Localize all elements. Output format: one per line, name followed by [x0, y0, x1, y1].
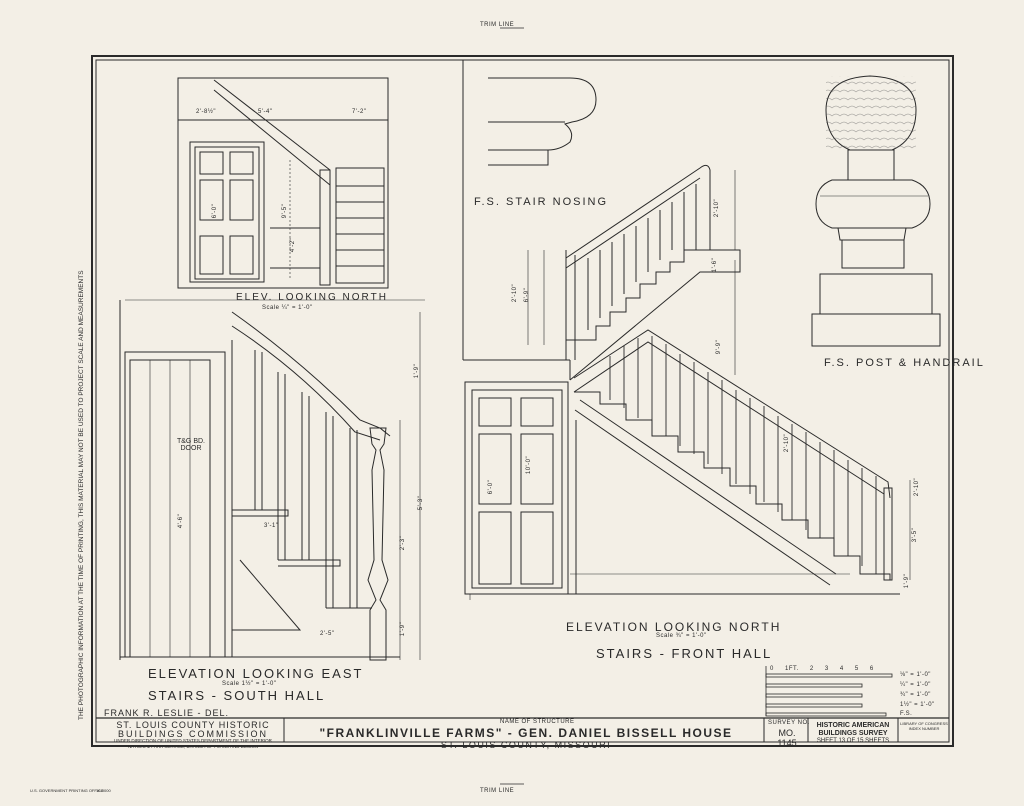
- name-caption: NAME OF STRUCTURE: [500, 719, 575, 725]
- dim-label: 4'-6": [178, 513, 185, 529]
- sheet-border: [91, 55, 954, 747]
- dim-label: 7'-2": [352, 109, 367, 115]
- dim-label: 4'-2": [290, 237, 297, 253]
- dim-label: 1'-9": [414, 363, 421, 379]
- scale-bar-ticks: 0 1FT. 2 3 4 5 6: [770, 666, 874, 672]
- dim-label: 6'-0": [488, 479, 495, 495]
- elev-east-door-label: T&G BD. DOOR: [176, 438, 205, 452]
- scale-bar-label: 1½" = 1'-0": [900, 702, 935, 708]
- elev-north-small-drawing: [177, 77, 389, 289]
- dim-label: 2'-10": [914, 477, 921, 497]
- dim-label: 2'-8½": [196, 109, 216, 115]
- dim-label: 2'-10": [714, 198, 721, 218]
- elev-north-small-scale: Scale ¼" = 1'-0": [262, 305, 313, 311]
- dim-label: 3'-1": [264, 523, 279, 529]
- scale-bar-label: ¼" = 1'-0": [900, 682, 931, 688]
- scale-bar-label: ¾" = 1'-0": [900, 692, 931, 698]
- dim-label: 6'-9": [524, 287, 531, 303]
- dim-label: 2'-5": [320, 631, 335, 637]
- delineator: FRANK R. LESLIE - DEL.: [104, 708, 230, 718]
- scale-bars: [765, 666, 893, 717]
- habs-line1: HISTORIC AMERICAN: [816, 722, 890, 729]
- dim-label: 6'-0": [212, 203, 219, 219]
- elev-north-main-subtitle: STAIRS - FRONT HALL: [596, 646, 773, 661]
- survey-no: MO. 1145: [777, 728, 797, 748]
- elev-north-main-title: ELEVATION LOOKING NORTH: [566, 620, 782, 634]
- sheet-of: SHEET 13 OF 15 SHEETS: [816, 738, 890, 744]
- lib-line1: LIBRARY OF CONGRESS: [900, 721, 948, 726]
- scale-bar-label: F.S.: [900, 711, 913, 717]
- dim-label: 2'-10": [784, 433, 791, 453]
- elev-east-scale: Scale 1½" = 1'-0": [222, 681, 277, 687]
- dim-label: 9'-9": [716, 339, 723, 355]
- scale-bar-label: ⅛" = 1'-0": [900, 672, 931, 678]
- structure-name: "FRANKLINVILLE FARMS" - GEN. DANIEL BISS…: [319, 726, 733, 740]
- post-handrail-title: F.S. POST & HANDRAIL: [824, 357, 985, 369]
- side-note: THE PHOTOGRAPHIC INFORMATION AT THE TIME…: [78, 270, 85, 720]
- printing-note: U.S. GOVERNMENT PRINTING OFFICE: [30, 788, 104, 793]
- commission-line1: ST. LOUIS COUNTY HISTORIC: [116, 720, 270, 730]
- commission-line2: BUILDINGS COMMISSION: [117, 729, 268, 739]
- commission-line3: UNDER DIRECTION OF UNITED STATES DEPARTM…: [114, 738, 272, 743]
- dim-label: 1'-9": [400, 621, 407, 637]
- dim-label: 5'-3": [418, 495, 425, 511]
- dim-label: 10'-0": [526, 455, 533, 475]
- post-handrail-drawing: [811, 75, 941, 347]
- habs-line2: BUILDINGS SURVEY: [818, 730, 888, 737]
- elev-north-main-scale: Scale ¾" = 1'-0": [656, 633, 707, 639]
- main-stair-drawing: [464, 170, 911, 600]
- stair-nosing-drawing: [488, 77, 597, 166]
- lib-line2: INDEX NUMBER: [908, 726, 940, 731]
- survey-caption: SURVEY NO.: [768, 720, 810, 726]
- dim-label: 1'-6": [712, 257, 719, 273]
- commission-line4: NATIONAL PARK SERVICE, BRANCH OF PLANS A…: [127, 744, 259, 749]
- elev-east-drawing: [119, 299, 425, 661]
- dim-label: 3'-5": [912, 527, 919, 543]
- form-number: 16-0000: [96, 788, 111, 793]
- elev-north-small-title: ELEV. LOOKING NORTH: [236, 292, 388, 303]
- dim-label: 2'-3": [400, 535, 407, 551]
- trim-line-bottom: TRIM LINE: [480, 788, 515, 794]
- stair-nosing-title: F.S. STAIR NOSING: [474, 196, 609, 208]
- elev-east-subtitle: STAIRS - SOUTH HALL: [148, 688, 326, 703]
- dim-label: 9'-5": [282, 203, 289, 219]
- location: ST. LOUIS COUNTY, MISSOURI: [440, 740, 612, 750]
- dim-label: 2'-10": [512, 283, 519, 303]
- dim-label: 5'-4": [258, 109, 273, 115]
- upper-stair-drawing: [565, 164, 741, 381]
- trim-line-top: TRIM LINE: [480, 22, 515, 28]
- dim-label: 1'-9": [904, 573, 911, 589]
- elev-east-title: ELEVATION LOOKING EAST: [148, 666, 364, 681]
